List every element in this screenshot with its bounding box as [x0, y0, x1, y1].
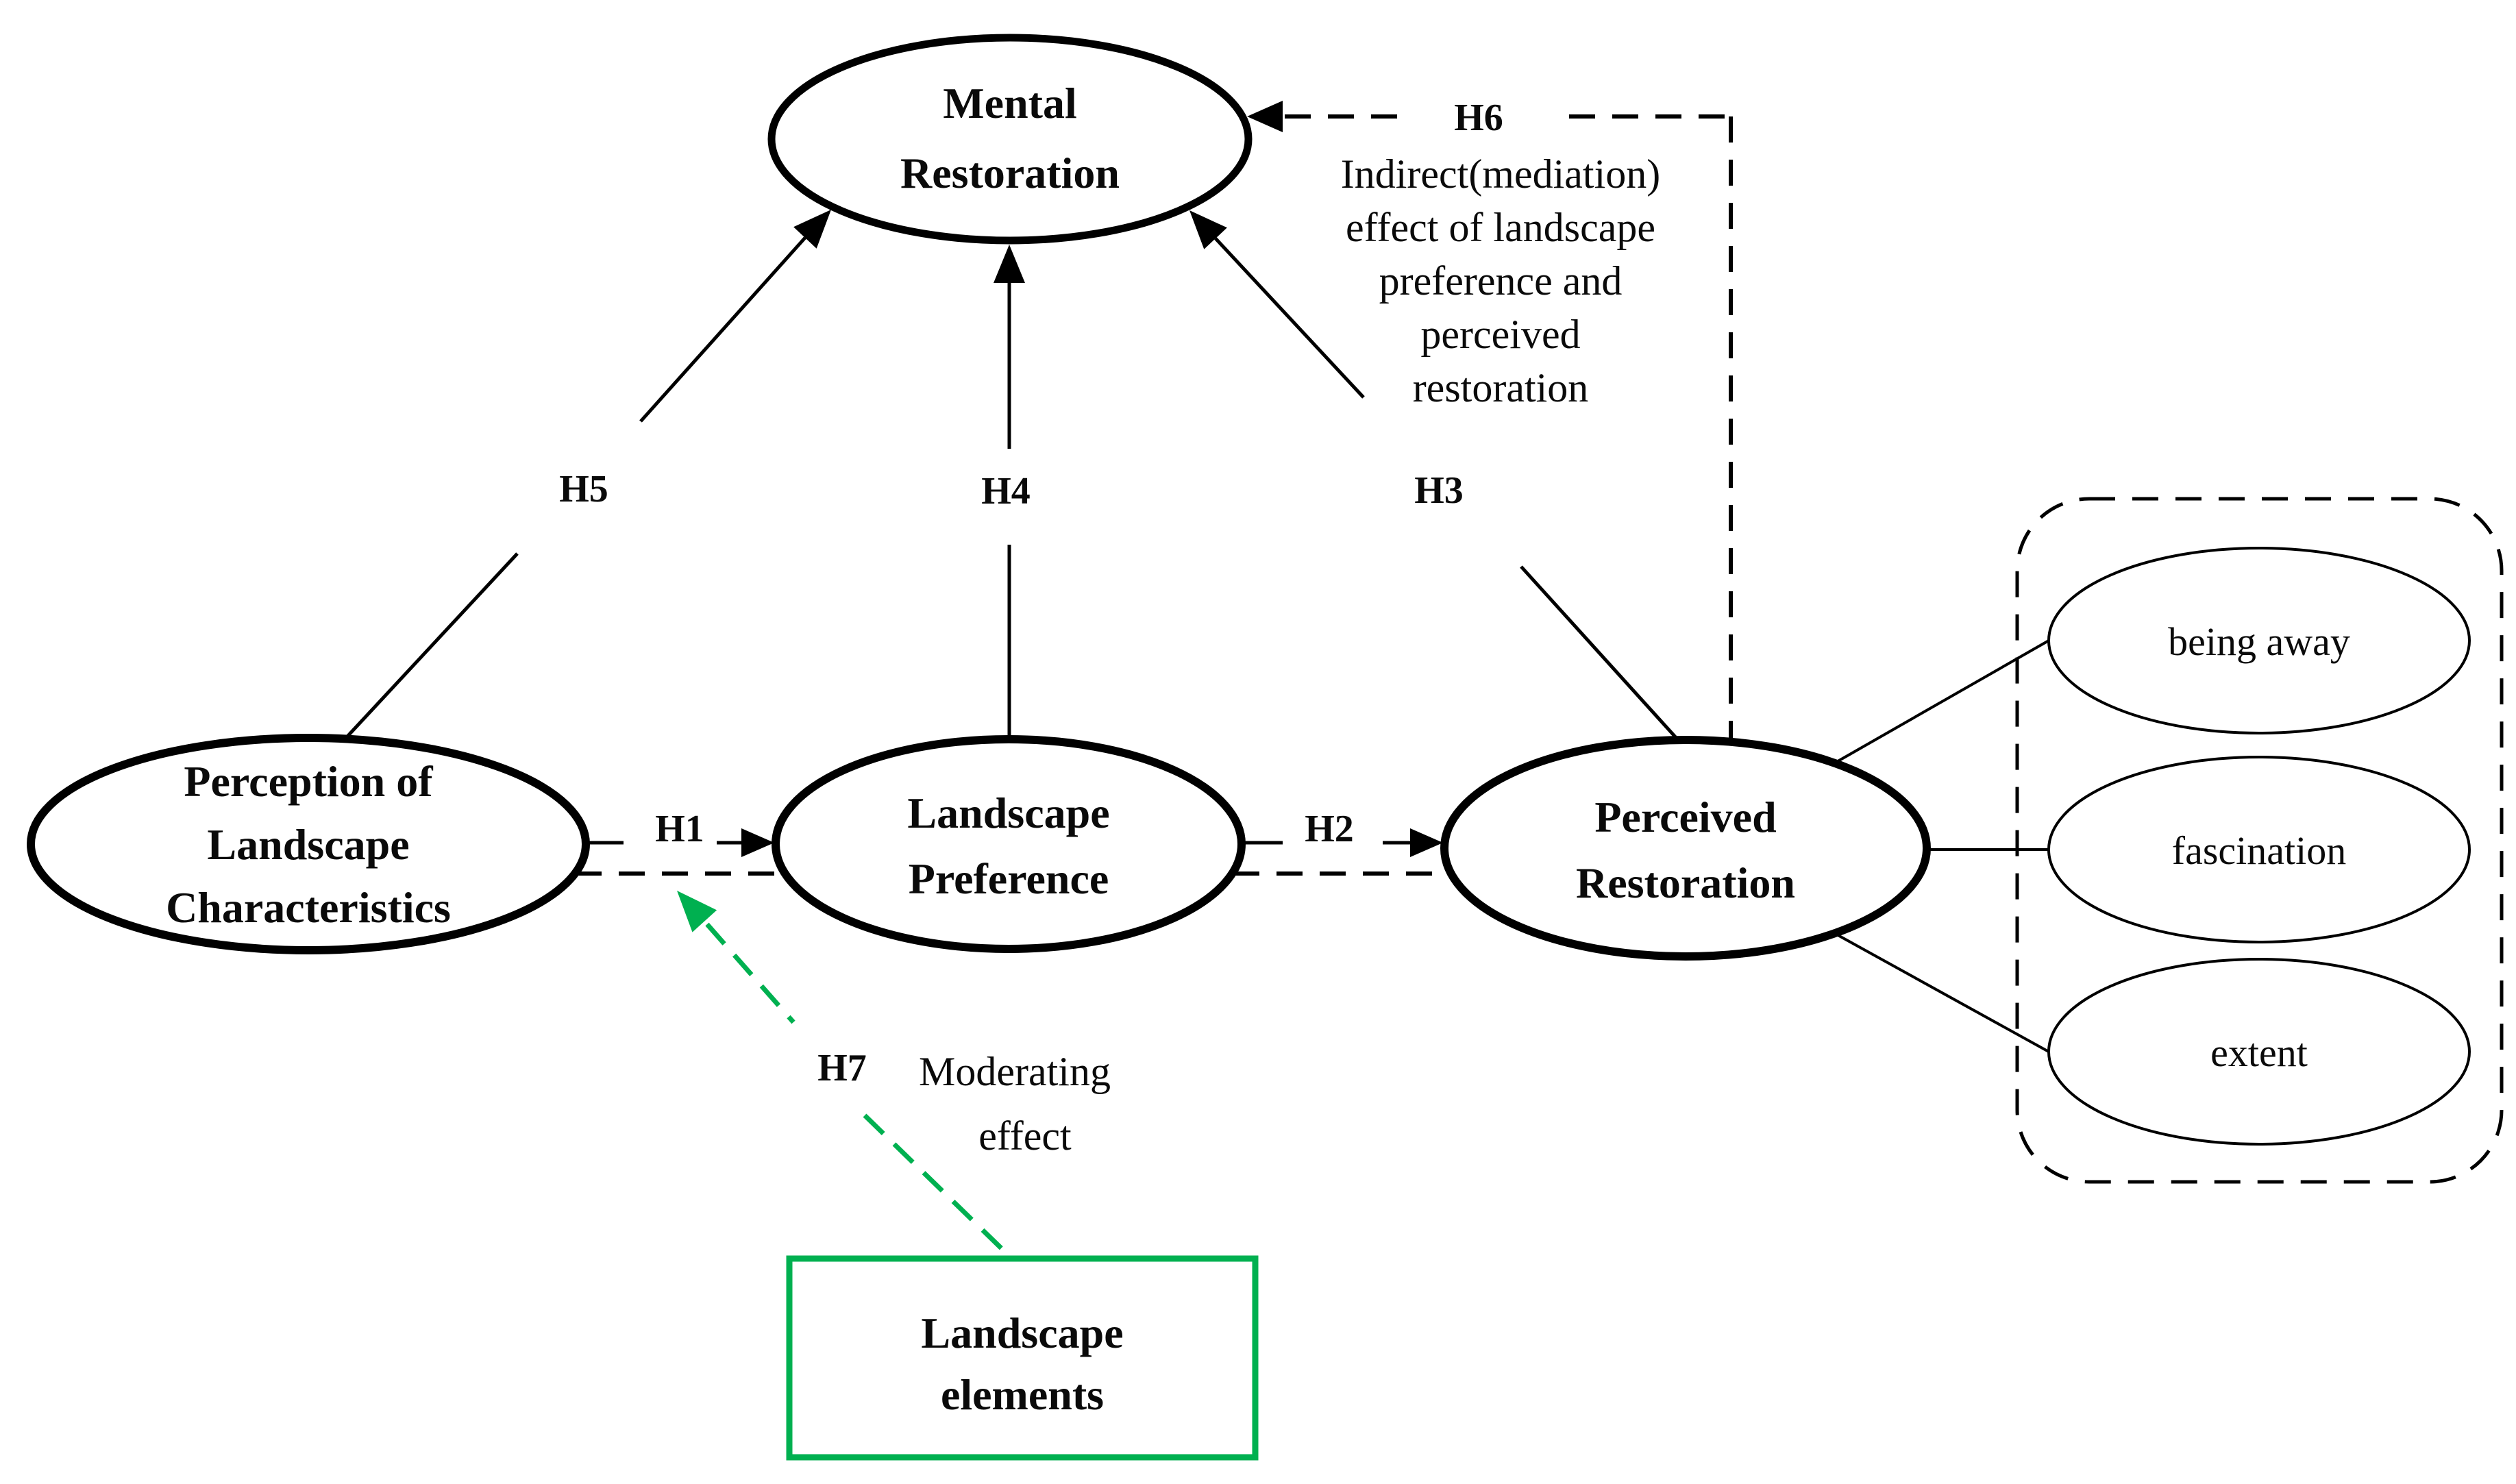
h2-arrowhead-icon [1410, 828, 1443, 857]
h1-label: H1 [655, 808, 704, 850]
landscape-elements-box [786, 1255, 1259, 1461]
h7-moderation-note: Moderating effect [919, 1049, 1111, 1159]
indicator-panel-border [2015, 497, 2504, 1184]
perception-ellipse [27, 734, 590, 954]
h7-arrowhead-icon [677, 891, 717, 932]
path-h6: H6 Indirect(mediation) effect of landsca… [1247, 97, 1733, 742]
h1-arrowhead-icon [741, 828, 774, 857]
path-h7: H7 Moderating effect [677, 891, 1111, 1263]
mental-restoration-ellipse [767, 34, 1253, 245]
h6-mediation-note: Indirect(mediation) effect of landscape … [1341, 151, 1660, 410]
h7-note-line: Moderating [919, 1049, 1111, 1094]
h3-line-lower [1520, 565, 1680, 742]
landscape-preference-label-line1: Landscape [907, 789, 1109, 837]
being-away-ellipse [2047, 547, 2471, 734]
node-mental-restoration: Mental Restoration [767, 34, 1253, 245]
h6-note-line: preference and [1379, 258, 1623, 304]
h6-note-line: restoration [1413, 365, 1589, 410]
perceived-restoration-label-line1: Perceived [1594, 793, 1776, 841]
path-h5: H5 [344, 210, 831, 740]
h2-label: H2 [1305, 808, 1354, 850]
node-landscape-preference: Landscape Preference [772, 735, 1246, 953]
landscape-elements-label-line1: Landscape [921, 1309, 1123, 1357]
h7-label: H7 [817, 1047, 867, 1089]
mental-restoration-label-line2: Restoration [900, 149, 1120, 197]
path-h3: H3 [1189, 210, 1680, 742]
h6-note-line: effect of landscape [1346, 205, 1655, 250]
h6-note-line: perceived [1420, 312, 1580, 357]
h7-note-line: effect [978, 1113, 1072, 1159]
connector-being-away [1834, 639, 2049, 765]
perception-label-line1: Perception of [184, 757, 433, 806]
landscape-preference-ellipse [772, 735, 1246, 953]
perception-label-line2: Landscape [207, 820, 409, 869]
connector-extent [1834, 932, 2049, 1053]
h6-note-line: Indirect(mediation) [1341, 151, 1660, 197]
h3-line-upper [1214, 237, 1365, 399]
indicator-panel: being away fascination extent [1834, 497, 2504, 1184]
path-h2: H2 [1243, 808, 1443, 857]
extent-ellipse [2047, 958, 2471, 1146]
indicator-fascination: fascination [2047, 756, 2471, 943]
extent-label: extent [2210, 1030, 2308, 1075]
node-perception: Perception of Landscape Characteristics [27, 734, 590, 954]
h4-label: H4 [981, 470, 1031, 512]
indicator-extent: extent [2047, 958, 2471, 1146]
landscape-preference-label-line2: Preference [909, 854, 1109, 903]
path-h4: H4 [981, 245, 1031, 739]
h3-arrowhead-icon [1189, 210, 1227, 249]
node-landscape-elements: Landscape elements [786, 1255, 1259, 1461]
indicator-being-away: being away [2047, 547, 2471, 734]
mental-restoration-label-line1: Mental [943, 79, 1077, 127]
h7-dash-upper [705, 922, 796, 1024]
being-away-label: being away [2168, 619, 2350, 664]
node-perceived-restoration: Perceived Restoration [1440, 736, 1931, 961]
h5-line-lower [344, 552, 519, 740]
h5-line-upper [639, 236, 806, 423]
path-h1: H1 [584, 808, 774, 857]
fascination-ellipse [2047, 756, 2471, 943]
perceived-restoration-label-line2: Restoration [1576, 858, 1795, 907]
fascination-label: fascination [2172, 828, 2346, 873]
landscape-elements-label-line2: elements [941, 1370, 1104, 1419]
h5-label: H5 [559, 468, 608, 510]
perceived-restoration-ellipse [1440, 736, 1931, 961]
perception-label-line3: Characteristics [166, 883, 451, 932]
h6-arrowhead-icon [1247, 101, 1283, 132]
h4-arrowhead-icon [994, 245, 1025, 283]
h7-dash-lower [863, 1113, 1016, 1263]
h6-label: H6 [1454, 97, 1503, 139]
h5-arrowhead-icon [793, 210, 831, 249]
h3-label: H3 [1414, 469, 1464, 512]
